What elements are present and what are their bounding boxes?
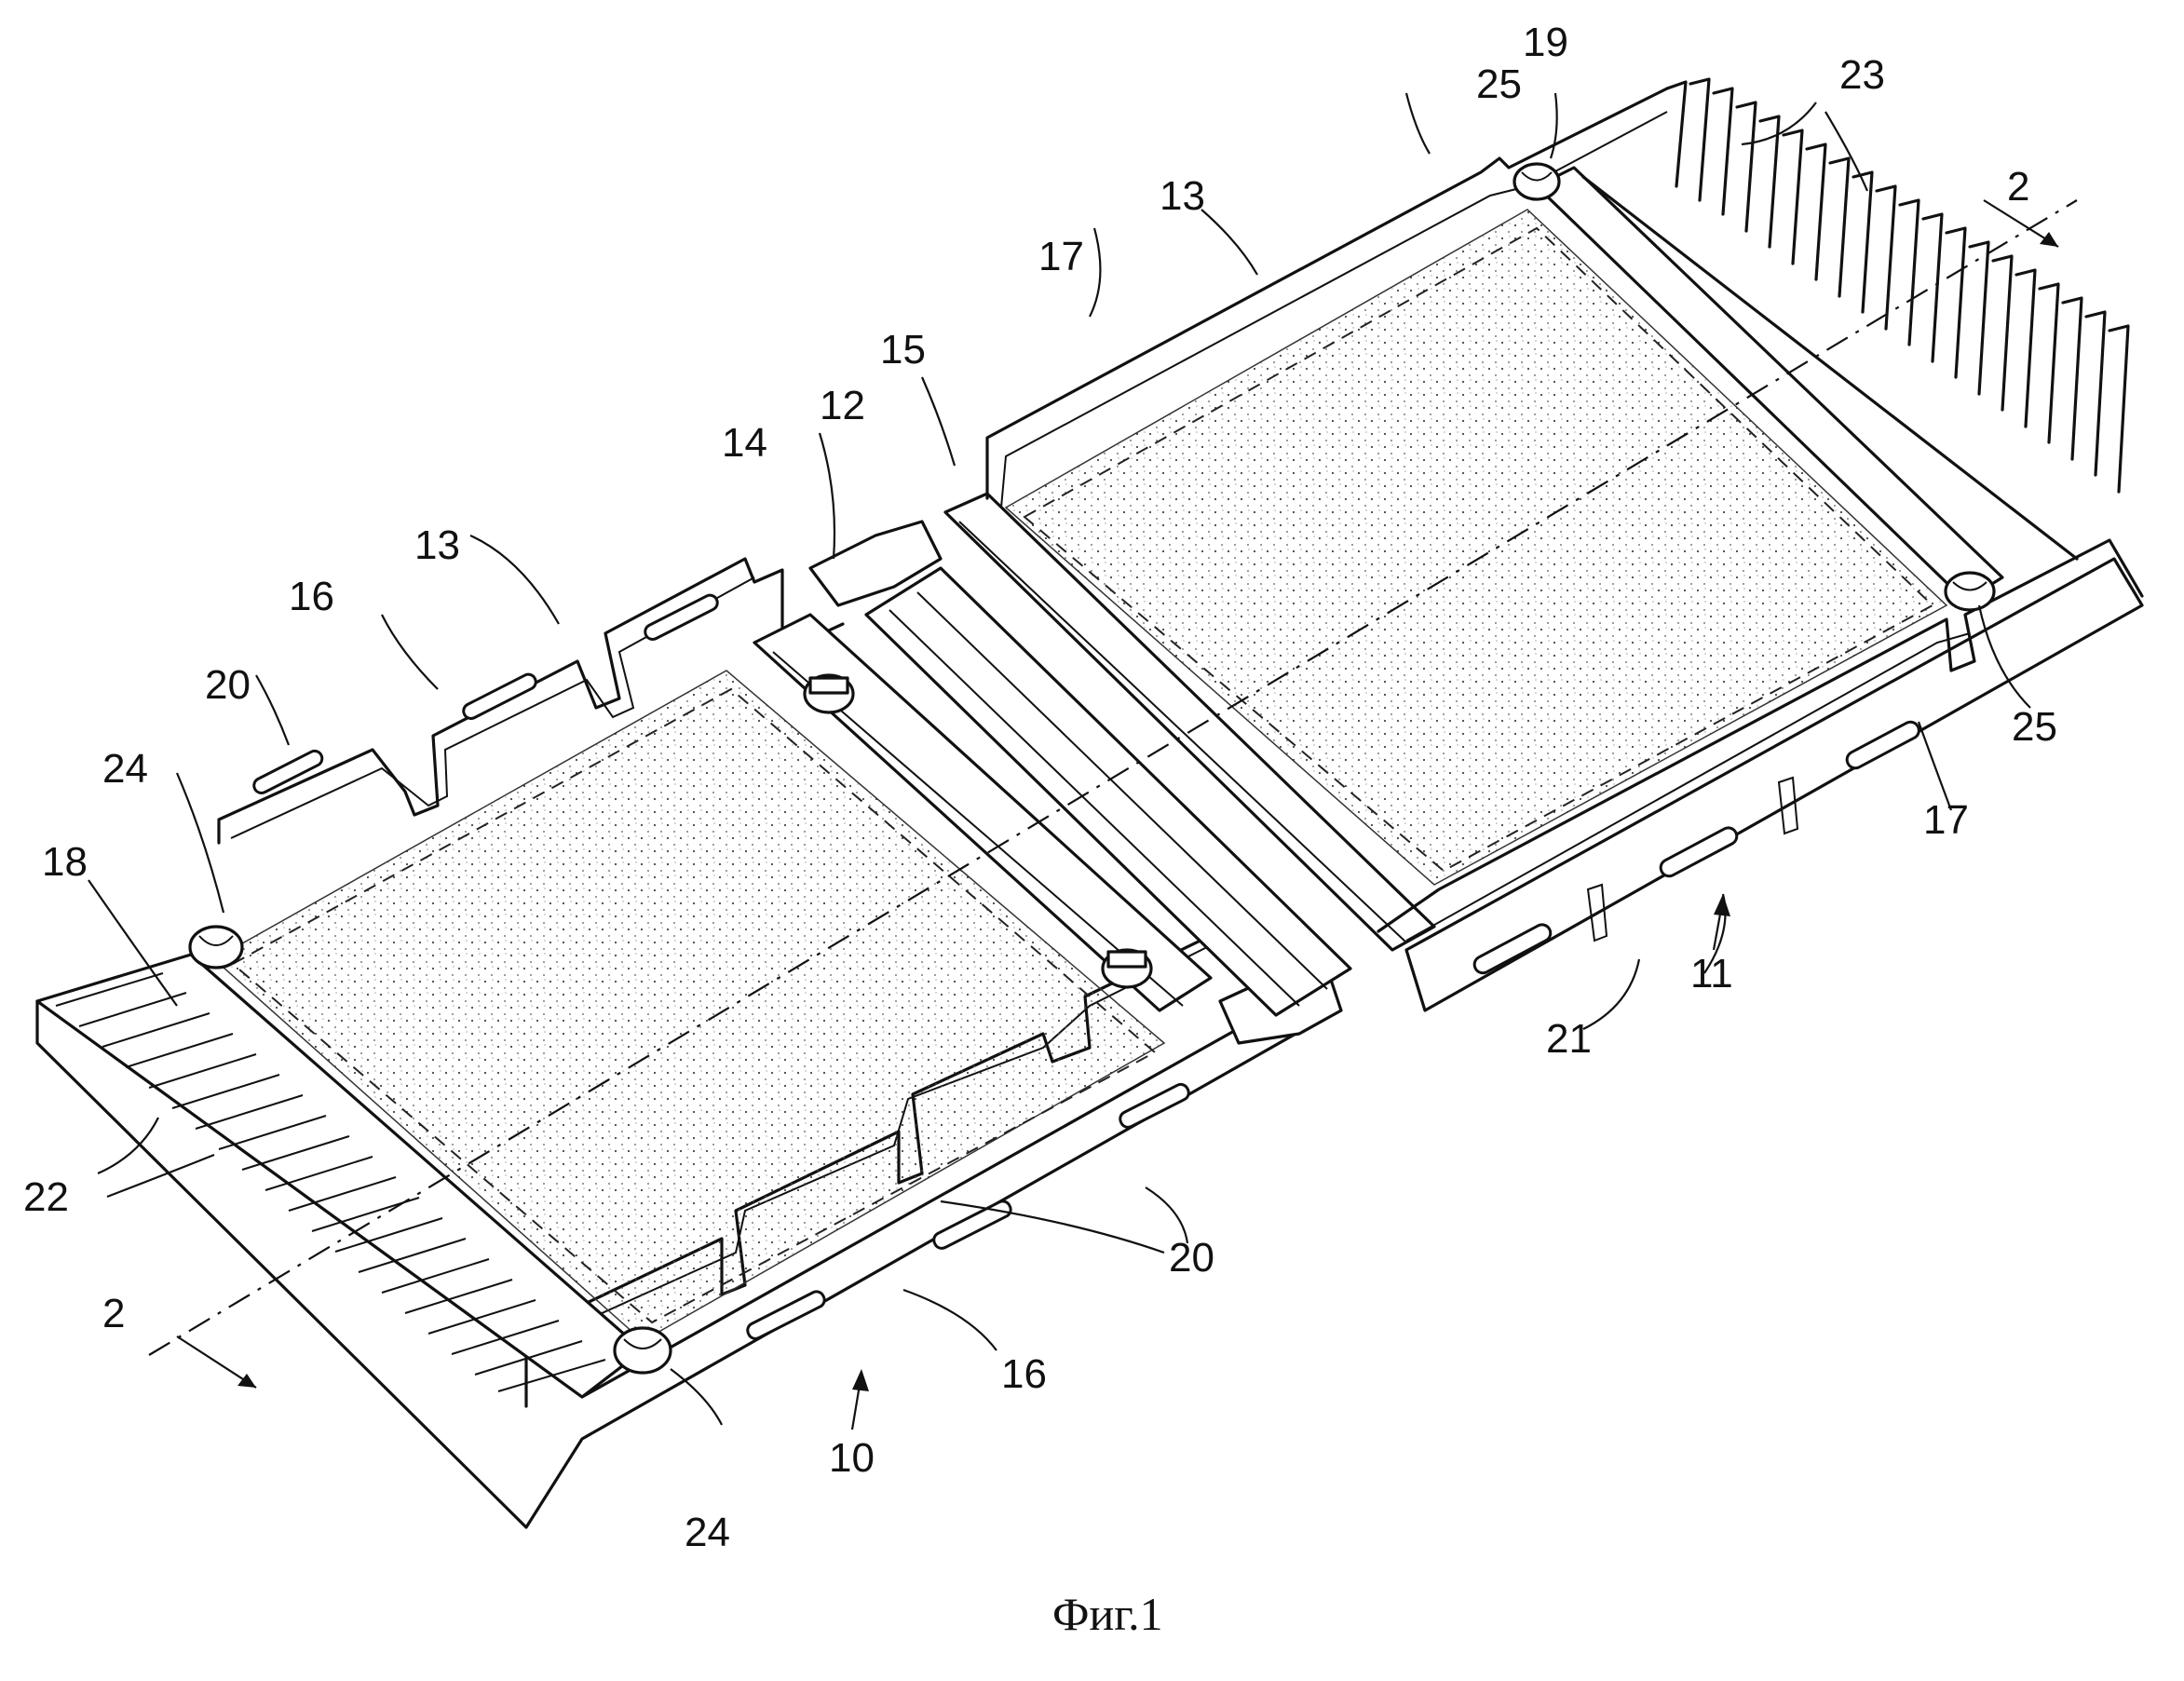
label-19: 19 (1523, 20, 1568, 65)
left-latch-14b (1103, 950, 1151, 987)
label-24-bottom: 24 (685, 1510, 730, 1555)
label-21: 21 (1546, 1016, 1592, 1062)
label-22: 22 (23, 1174, 69, 1220)
right-roller-25-bottom (1946, 573, 1994, 610)
arrow-10 (852, 1369, 869, 1430)
label-25-bottom: 25 (2012, 704, 2057, 750)
label-20-top: 20 (205, 662, 251, 708)
arrow-11 (1714, 894, 1730, 950)
label-13-left: 13 (414, 522, 460, 568)
label-17-bottom: 17 (1923, 797, 1969, 843)
label-10: 10 (829, 1435, 875, 1481)
label-14: 14 (722, 420, 767, 466)
label-11: 11 (1690, 951, 1733, 996)
left-latch-14a (805, 675, 853, 712)
label-16-top: 16 (289, 574, 334, 619)
label-17-top: 17 (1038, 234, 1084, 279)
label-18: 18 (42, 839, 88, 885)
label-20-bottom: 20 (1169, 1235, 1214, 1281)
label-23: 23 (1839, 52, 1885, 98)
label-16-bottom: 16 (1001, 1351, 1047, 1397)
label-15: 15 (880, 327, 926, 373)
figure-caption: Фиг.1 (1052, 1588, 1163, 1640)
left-roller-24-top (190, 927, 242, 968)
label-24-top: 24 (102, 746, 148, 792)
left-roller-24-bottom (615, 1328, 671, 1373)
label-2-bottom: 2 (102, 1291, 125, 1336)
label-13-right: 13 (1160, 173, 1205, 219)
label-12: 12 (820, 383, 865, 428)
label-25-top: 25 (1476, 61, 1522, 107)
label-2-top: 2 (2007, 164, 2029, 210)
right-roller-25-top (1514, 164, 1559, 199)
